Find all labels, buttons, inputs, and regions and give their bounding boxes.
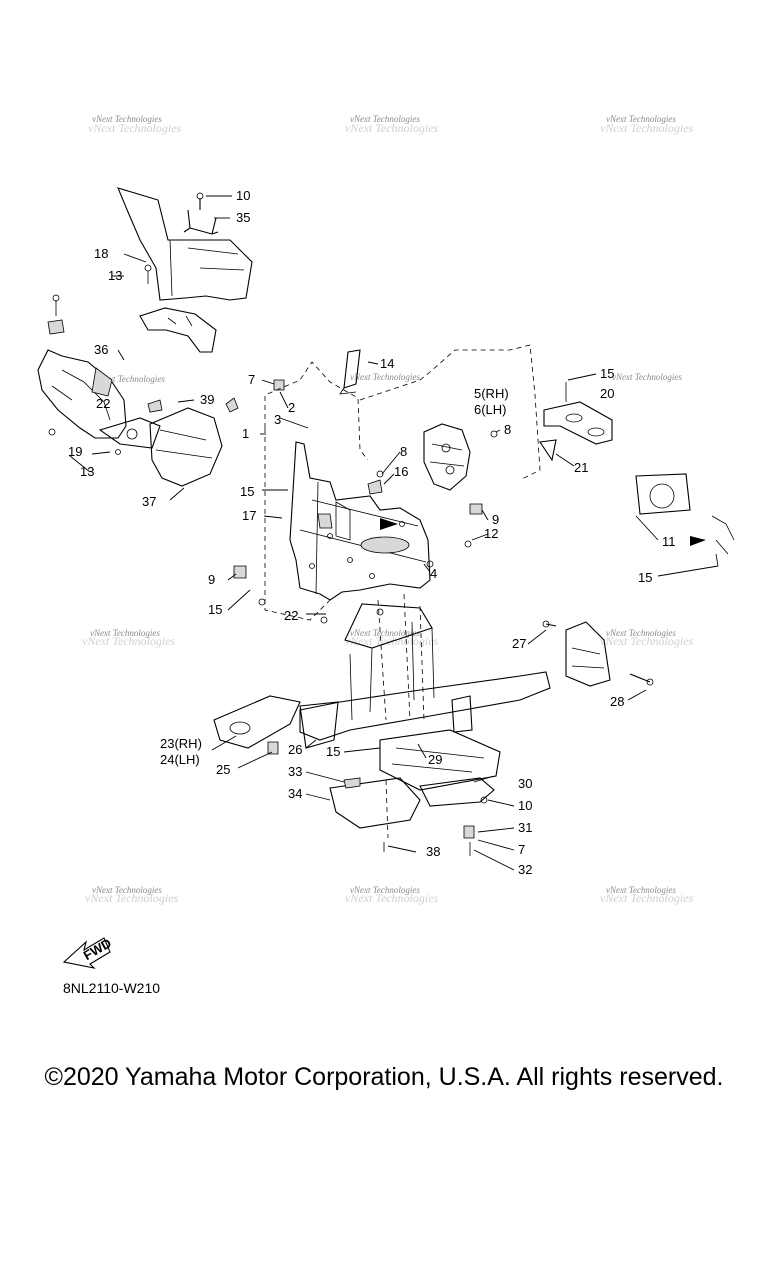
watermark: vNext Technologies [88, 121, 182, 135]
callout-label: 15 [240, 484, 254, 499]
callout-label: 30 [518, 776, 532, 791]
callout-label: 22 [96, 396, 110, 411]
callout-label: 3 [274, 412, 281, 427]
callout-label: 6(LH) [474, 402, 507, 417]
callout-labels: 10 35 18 13 36 39 22 19 13 37 7 2 3 1 15… [68, 188, 676, 877]
part-27-28-bracket [542, 620, 654, 687]
callout-label: 33 [288, 764, 302, 779]
callout-label: 8 [400, 444, 407, 459]
part-5-6-mounts [233, 423, 498, 579]
watermark: vNext Technologies [612, 372, 682, 382]
callout-label: 19 [68, 444, 82, 459]
callout-label: 20 [600, 386, 614, 401]
callout-label: 16 [394, 464, 408, 479]
watermark: vNext Technologies [85, 891, 179, 905]
callout-label: 7 [248, 372, 255, 387]
callout-label: 15 [638, 570, 652, 585]
callout-label: 9 [492, 512, 499, 527]
part-11-plate [635, 473, 735, 567]
watermark: vNext Technologies [82, 634, 176, 648]
fastener-parts-bottom [258, 540, 488, 856]
part-37-guard [37, 349, 223, 487]
callout-label: 13 [80, 464, 94, 479]
main-frame [213, 593, 551, 839]
watermark: vNext Technologies [606, 885, 676, 895]
watermark: vNext Technologies [350, 372, 420, 382]
callout-label: 34 [288, 786, 302, 801]
callout-label: 27 [512, 636, 526, 651]
callout-label: 11 [662, 534, 676, 549]
watermark: vNext Technologies [95, 374, 165, 384]
part-35-bracket [183, 209, 219, 235]
callout-label: 2 [288, 400, 295, 415]
callout-label: 15 [600, 366, 614, 381]
callout-label: 1 [242, 426, 249, 441]
part-18-upper-panel [117, 187, 253, 353]
callout-label: 38 [426, 844, 440, 859]
callout-label: 22 [284, 608, 298, 623]
callout-label: 17 [242, 508, 256, 523]
callout-label: 31 [518, 820, 532, 835]
part-14-bracket [339, 349, 361, 395]
watermark: vNext Technologies [92, 114, 162, 124]
watermark: vNext Technologies [600, 634, 694, 648]
callout-label: 9 [208, 572, 215, 587]
callout-label: 14 [380, 356, 394, 371]
callout-label: 15 [326, 744, 340, 759]
watermark: vNext Technologies [92, 885, 162, 895]
callout-label: 5(RH) [474, 386, 509, 401]
callout-label: 13 [108, 268, 122, 283]
part-1-center-panel [264, 344, 541, 621]
callout-label: 37 [142, 494, 156, 509]
copyright-notice: ©2020 Yamaha Motor Corporation, U.S.A. A… [44, 1063, 724, 1091]
part-20-plate [539, 382, 613, 462]
leader-lines [69, 195, 719, 871]
fwd-label: FWD [81, 935, 114, 963]
callout-label: 36 [94, 342, 108, 357]
watermark: vNext Technologies [350, 114, 420, 124]
watermark: vNext Technologies [600, 121, 694, 135]
callout-label: 15 [208, 602, 222, 617]
callout-label: 12 [484, 526, 498, 541]
callout-label: 4 [430, 566, 437, 581]
callout-label: 32 [518, 862, 532, 877]
watermark: vNext Technologies [345, 891, 439, 905]
fastener-parts-left [47, 192, 285, 455]
callout-label: 10 [518, 798, 532, 813]
callout-label: 25 [216, 762, 230, 777]
watermark: vNext Technologies [600, 891, 694, 905]
fwd-arrow-icon: FWD [62, 935, 114, 969]
watermark: vNext Technologies [345, 121, 439, 135]
callout-label: 21 [574, 460, 588, 475]
callout-label: 23(RH) [160, 736, 202, 751]
watermark: vNext Technologies [90, 628, 160, 638]
watermark: vNext Technologies [350, 628, 420, 638]
callout-label: 28 [610, 694, 624, 709]
watermark: vNext Technologies [350, 885, 420, 895]
callout-label: 35 [236, 210, 250, 225]
callout-label: 8 [504, 422, 511, 437]
callout-label: 10 [236, 188, 250, 203]
callout-label: 29 [428, 752, 442, 767]
callout-label: 26 [288, 742, 302, 757]
callout-label: 7 [518, 842, 525, 857]
diagram-code: 8NL2110-W210 [63, 980, 161, 996]
watermarks: vNext Technologies vNext Technologies vN… [82, 114, 694, 905]
callout-label: 18 [94, 246, 108, 261]
callout-label: 39 [200, 392, 214, 407]
watermark: vNext Technologies [606, 114, 676, 124]
watermark: vNext Technologies [606, 628, 676, 638]
callout-label: 24(LH) [160, 752, 200, 767]
